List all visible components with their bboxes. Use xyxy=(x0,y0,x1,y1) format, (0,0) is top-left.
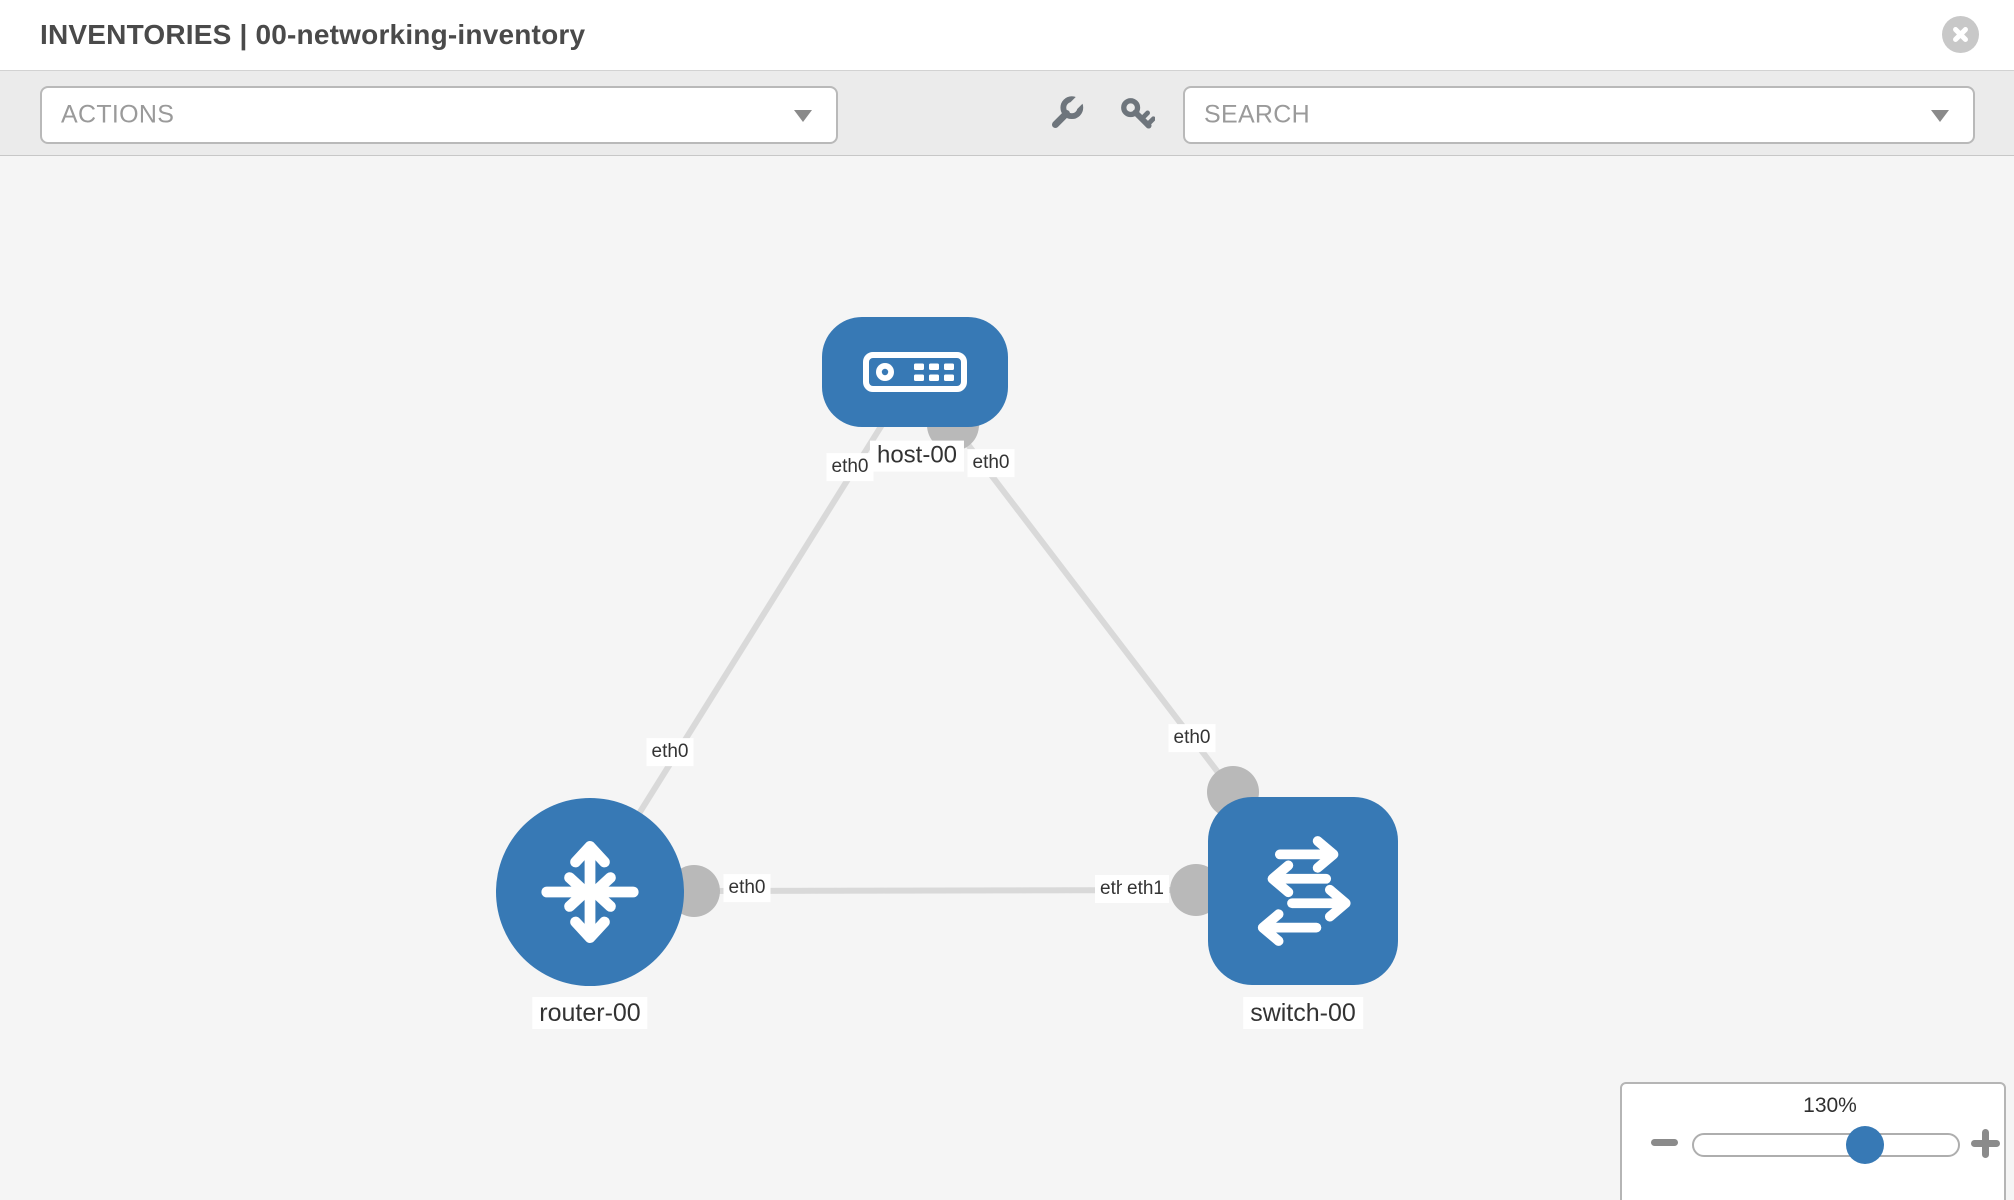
key-icon[interactable] xyxy=(1119,96,1155,132)
zoom-control-panel: 130% xyxy=(1620,1082,2006,1200)
interface-label: eth0 xyxy=(967,449,1015,477)
node-label-router: router-00 xyxy=(532,997,648,1029)
node-host-00[interactable] xyxy=(822,317,1008,427)
wrench-icon[interactable] xyxy=(1048,96,1084,132)
close-icon[interactable] xyxy=(1942,16,1979,53)
node-router-00[interactable] xyxy=(496,798,684,986)
interface-label: eth0 xyxy=(646,738,694,766)
interface-label: eth0 xyxy=(826,453,874,481)
interface-label: eth1 xyxy=(1122,875,1169,903)
header-bar: INVENTORIES | 00-networking-inventory xyxy=(0,0,2014,70)
node-label-switch: switch-00 xyxy=(1243,997,1363,1029)
topology-canvas[interactable]: eth0 eth0 eth0 eth0 eth0 eth0 eth1 host-… xyxy=(0,156,2014,1200)
search-dropdown-label: SEARCH xyxy=(1204,100,1310,129)
chevron-down-icon xyxy=(1931,110,1949,122)
page-title: INVENTORIES | 00-networking-inventory xyxy=(40,19,586,50)
actions-dropdown[interactable]: ACTIONS xyxy=(40,86,838,144)
router-arrows-icon xyxy=(541,841,639,943)
node-label-host: host-00 xyxy=(869,440,965,472)
node-switch-00[interactable] xyxy=(1208,797,1398,985)
switch-arrows-icon xyxy=(1257,836,1351,946)
plus-icon[interactable] xyxy=(1971,1129,2000,1158)
links-layer xyxy=(587,370,1259,917)
zoom-slider-thumb[interactable] xyxy=(1846,1126,1884,1164)
search-dropdown[interactable]: SEARCH xyxy=(1183,86,1975,144)
zoom-slider-track[interactable] xyxy=(1692,1133,1960,1157)
minus-icon[interactable] xyxy=(1651,1139,1678,1146)
zoom-level-value: 130% xyxy=(1803,1094,1857,1117)
server-icon xyxy=(863,352,967,392)
chevron-down-icon xyxy=(794,110,812,122)
toolbar: ACTIONS SEARCH xyxy=(0,70,2014,156)
interface-label: eth0 xyxy=(723,874,771,902)
interface-label: eth0 xyxy=(1168,724,1216,752)
actions-dropdown-label: ACTIONS xyxy=(61,100,175,129)
